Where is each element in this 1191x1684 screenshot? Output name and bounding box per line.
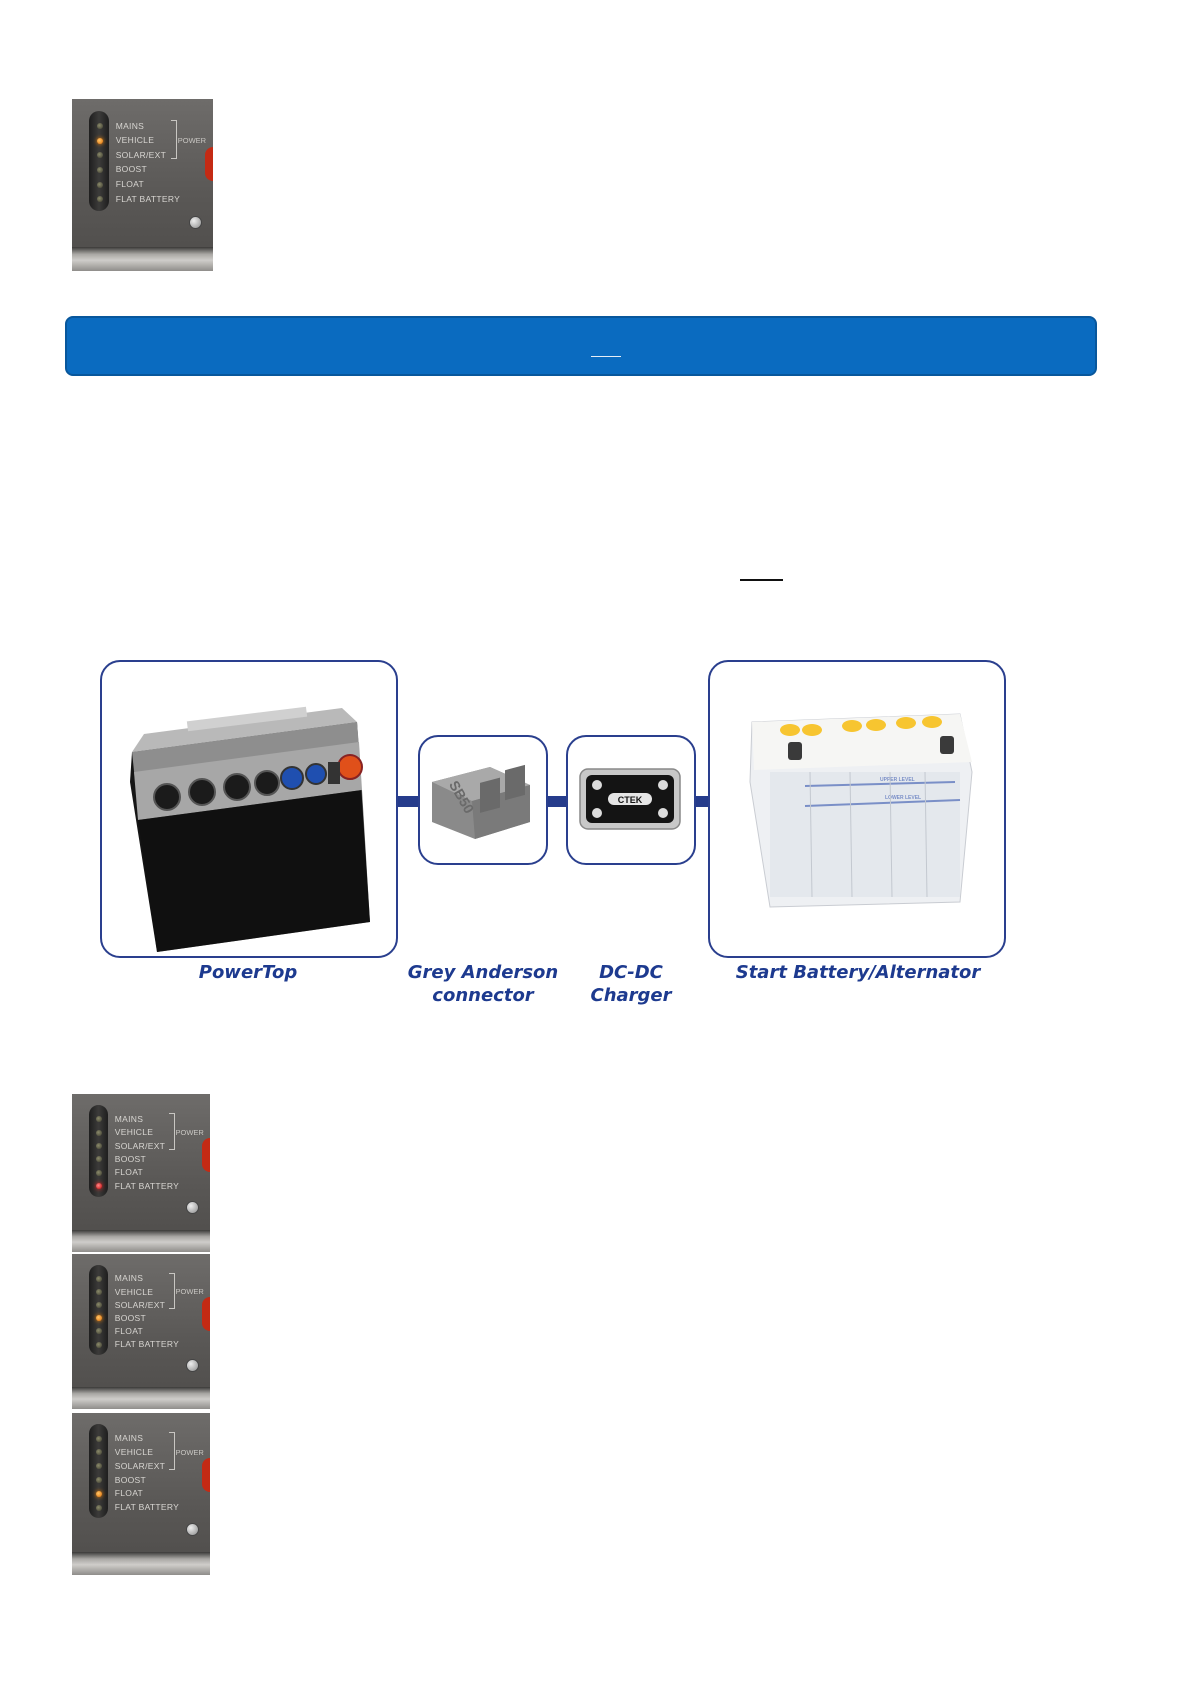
banner-underline (591, 356, 621, 357)
label-float: FLOAT (116, 179, 144, 189)
label-mains: MAINS (115, 1433, 143, 1443)
led-vehicle (96, 1130, 102, 1136)
anderson-frame: SB50 (418, 735, 548, 865)
underline-mark (740, 579, 783, 581)
screw (186, 1523, 199, 1536)
led-status-panel-float: MAINS VEHICLE SOLAR/EXT BOOST FLOAT FLAT… (72, 1413, 210, 1575)
red-knob (202, 1458, 210, 1492)
led-float (96, 1170, 102, 1176)
metal-rail (72, 1552, 210, 1575)
led-boost (97, 167, 103, 173)
led-status-panel-vehicle: MAINS VEHICLE SOLAR/EXT BOOST FLOAT FLAT… (72, 99, 213, 271)
label-float: FLOAT (115, 1326, 143, 1336)
led-flat-battery (96, 1342, 102, 1348)
label-vehicle: VEHICLE (115, 1447, 153, 1457)
red-knob (205, 147, 213, 181)
label-mains: MAINS (115, 1114, 143, 1124)
power-bracket (169, 1273, 176, 1309)
metal-rail (72, 1387, 210, 1409)
screw (189, 216, 202, 229)
led-status-panel-flat-battery: MAINS VEHICLE SOLAR/EXT BOOST FLOAT FLAT… (72, 1094, 210, 1252)
anderson-plug-image: SB50 (420, 737, 545, 862)
power-bracket (171, 120, 178, 160)
label-solar-ext: SOLAR/EXT (116, 150, 166, 160)
label-flat-battery: FLAT BATTERY (115, 1339, 179, 1349)
label-mains: MAINS (115, 1273, 143, 1283)
label-power: POWER (176, 1448, 204, 1457)
led-mains (96, 1276, 102, 1282)
caption-dcdc: DC-DC Charger (571, 961, 691, 1007)
led-float (97, 182, 103, 188)
section-banner (65, 316, 1097, 376)
label-flat-battery: FLAT BATTERY (115, 1181, 179, 1191)
screw (186, 1359, 199, 1372)
connector-line-3 (696, 796, 708, 807)
label-boost: BOOST (115, 1313, 146, 1323)
power-bracket (169, 1432, 176, 1470)
red-knob (202, 1297, 210, 1331)
caption-anderson-line1: Grey Anderson (398, 961, 568, 984)
connector-line-1 (398, 796, 418, 807)
caption-start-battery: Start Battery/Alternator (718, 961, 998, 984)
led-float (96, 1491, 102, 1497)
charger-brand: CTEK (618, 795, 643, 805)
dcdc-charger-image: CTEK (568, 737, 693, 862)
caption-dcdc-line1: DC-DC (571, 961, 691, 984)
label-flat-battery: FLAT BATTERY (116, 194, 180, 204)
powertop-frame (100, 660, 398, 958)
label-vehicle: VEHICLE (115, 1127, 153, 1137)
label-mains: MAINS (116, 121, 144, 131)
start-battery-frame: UPPER LEVEL LOWER LEVEL (708, 660, 1006, 958)
label-solar-ext: SOLAR/EXT (115, 1461, 165, 1471)
led-flat-battery (97, 196, 103, 202)
led-status-panel-boost: MAINS VEHICLE SOLAR/EXT BOOST FLOAT FLAT… (72, 1254, 210, 1409)
power-bracket (169, 1113, 176, 1150)
caption-dcdc-line2: Charger (571, 984, 691, 1007)
label-boost: BOOST (116, 164, 147, 174)
caption-powertop: PowerTop (148, 961, 348, 984)
led-vehicle (97, 138, 103, 144)
label-solar-ext: SOLAR/EXT (115, 1300, 165, 1310)
metal-rail (72, 247, 213, 271)
label-float: FLOAT (115, 1167, 143, 1177)
label-power: POWER (176, 1128, 204, 1137)
led-mains (96, 1436, 102, 1442)
start-battery-image: UPPER LEVEL LOWER LEVEL (710, 662, 1003, 955)
label-vehicle: VEHICLE (115, 1287, 153, 1297)
metal-rail (72, 1230, 210, 1252)
label-power: POWER (176, 1287, 204, 1296)
label-boost: BOOST (115, 1475, 146, 1485)
label-boost: BOOST (115, 1154, 146, 1164)
label-float: FLOAT (115, 1488, 143, 1498)
label-flat-battery: FLAT BATTERY (115, 1502, 179, 1512)
label-power: POWER (178, 136, 206, 145)
led-solar-ext (97, 152, 103, 158)
label-solar-ext: SOLAR/EXT (115, 1141, 165, 1151)
dcdc-frame: CTEK (566, 735, 696, 865)
screw (186, 1201, 199, 1214)
connector-line-2 (548, 796, 566, 807)
red-knob (202, 1138, 210, 1172)
caption-anderson: Grey Anderson connector (398, 961, 568, 1007)
led-vehicle (96, 1289, 102, 1295)
label-vehicle: VEHICLE (116, 135, 154, 145)
led-flat-battery (96, 1505, 102, 1511)
led-mains (97, 123, 103, 129)
caption-anderson-line2: connector (398, 984, 568, 1007)
powertop-image (102, 662, 395, 955)
